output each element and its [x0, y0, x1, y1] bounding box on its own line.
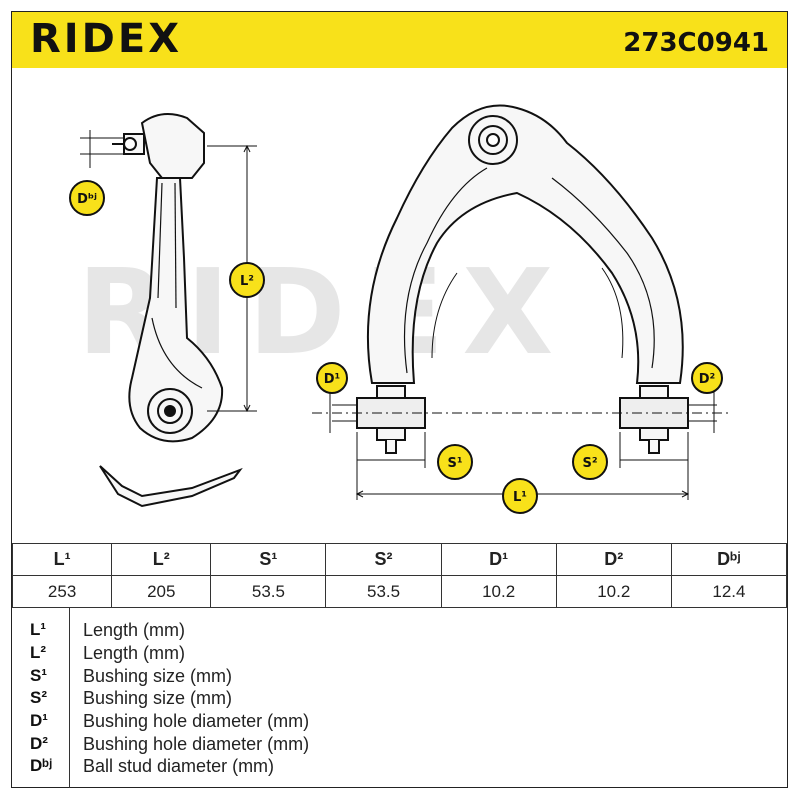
legend-item: L² Length (mm)	[12, 643, 787, 665]
legend-item: S² Bushing size (mm)	[12, 688, 787, 710]
legend: L¹ Length (mm) L² Length (mm) S¹ Bushing…	[12, 607, 787, 788]
spec-value-s1: 53.5	[210, 575, 327, 608]
brand-logo: RIDEX	[30, 16, 183, 62]
badge-d1: D¹	[316, 362, 348, 394]
spec-header-s1: S¹	[210, 543, 327, 576]
badge-d1-label: D¹	[324, 372, 341, 387]
legend-divider	[69, 608, 70, 788]
legend-description: Bushing hole diameter (mm)	[83, 734, 310, 754]
badge-d2-label: D²	[699, 372, 716, 387]
badge-dbj: Dᵇʲ	[69, 180, 105, 216]
spec-value-dbj: 12.4	[670, 575, 788, 608]
part-number: 273C0941	[623, 28, 769, 58]
spec-header-l2: L²	[111, 543, 212, 576]
front-view-arm	[356, 104, 689, 454]
spec-header-d1: D¹	[440, 543, 557, 576]
spec-value-l1: 253	[11, 575, 113, 608]
legend-description: Length (mm)	[83, 620, 186, 640]
legend-symbol: D²	[30, 734, 48, 753]
legend-item: L¹ Length (mm)	[12, 620, 787, 642]
badge-s2: S²	[572, 444, 608, 480]
spec-header-s2: S²	[325, 543, 442, 576]
badge-s1-label: S¹	[447, 456, 462, 471]
badge-s2-label: S²	[582, 456, 597, 471]
front-dimensions	[312, 390, 732, 500]
spec-header-d2: D²	[555, 543, 672, 576]
legend-symbol: Dᵇʲ	[30, 756, 53, 775]
legend-description: Length (mm)	[83, 643, 186, 663]
technical-drawing: RIDEX	[12, 68, 787, 543]
header-bar: RIDEX 273C0941	[12, 12, 787, 68]
badge-d2: D²	[691, 362, 723, 394]
spec-header-row: L¹ L² S¹ S² D¹ D² Dᵇʲ	[11, 543, 788, 576]
spec-value-l2: 205	[111, 575, 212, 608]
spec-value-s2: 53.5	[325, 575, 442, 608]
badge-l1-label: L¹	[513, 490, 527, 505]
badge-dbj-label: Dᵇʲ	[77, 192, 97, 207]
drawing-canvas: RIDEX	[69, 104, 732, 514]
spec-table: L¹ L² S¹ S² D¹ D² Dᵇʲ 253 205 53.5 53.5 …	[11, 543, 788, 608]
legend-symbol: D¹	[30, 711, 48, 730]
badge-l2-label: L²	[240, 274, 254, 289]
badge-l2: L²	[229, 262, 265, 298]
legend-item: D¹ Bushing hole diameter (mm)	[12, 711, 787, 733]
legend-symbol: L¹	[30, 620, 47, 639]
legend-symbol: S¹	[30, 666, 47, 685]
legend-description: Ball stud diameter (mm)	[83, 756, 275, 776]
legend-description: Bushing hole diameter (mm)	[83, 711, 310, 731]
spec-value-d2: 10.2	[555, 575, 672, 608]
spec-header-l1: L¹	[11, 543, 113, 576]
legend-symbol: L²	[30, 643, 47, 662]
legend-item: Dᵇʲ Ball stud diameter (mm)	[12, 756, 787, 778]
badge-l1: L¹	[502, 478, 538, 514]
page-frame	[11, 11, 788, 788]
legend-symbol: S²	[30, 688, 47, 707]
legend-description: Bushing size (mm)	[83, 666, 233, 686]
badge-s1: S¹	[437, 444, 473, 480]
legend-item: S¹ Bushing size (mm)	[12, 666, 787, 688]
spec-value-row: 253 205 53.5 53.5 10.2 10.2 12.4	[11, 575, 788, 608]
legend-item: D² Bushing hole diameter (mm)	[12, 734, 787, 756]
side-view-arm	[99, 113, 243, 508]
spec-header-dbj: Dᵇʲ	[670, 543, 788, 576]
legend-description: Bushing size (mm)	[83, 688, 233, 708]
spec-value-d1: 10.2	[440, 575, 557, 608]
